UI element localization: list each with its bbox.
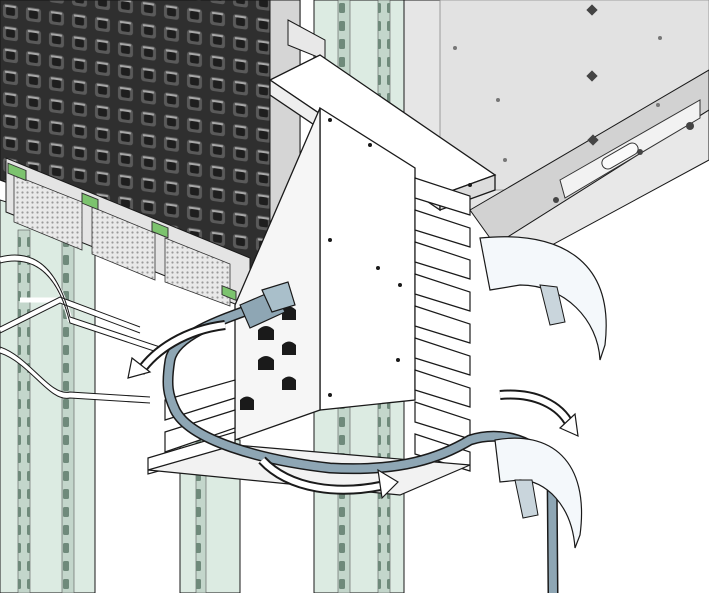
server-chassis xyxy=(399,0,709,266)
bracket-right-fingers xyxy=(414,177,471,472)
psu-latch-4 xyxy=(221,284,237,302)
power-cable xyxy=(162,299,559,593)
psu-latch-2 xyxy=(81,192,99,211)
power-supply-row xyxy=(5,157,251,311)
psu-fan-3 xyxy=(164,237,231,307)
bracket-cutouts xyxy=(240,306,296,410)
cable-clip-icon xyxy=(479,236,607,361)
rotate-arrow-bottom-icon xyxy=(258,456,399,500)
psu-fan-1 xyxy=(13,174,83,251)
cable-clip-lower xyxy=(494,437,582,549)
power-connector-icon xyxy=(239,281,296,329)
psu-latch-1 xyxy=(7,162,27,182)
psu-fan-2 xyxy=(91,206,156,281)
rotate-arrow-right-icon xyxy=(499,389,579,437)
cable-management-bracket xyxy=(147,54,497,496)
wire-cable-tray xyxy=(0,255,161,403)
psu-latch-3 xyxy=(151,220,169,239)
rotate-arrow-left-icon xyxy=(127,320,226,379)
bracket-holes xyxy=(328,118,472,397)
